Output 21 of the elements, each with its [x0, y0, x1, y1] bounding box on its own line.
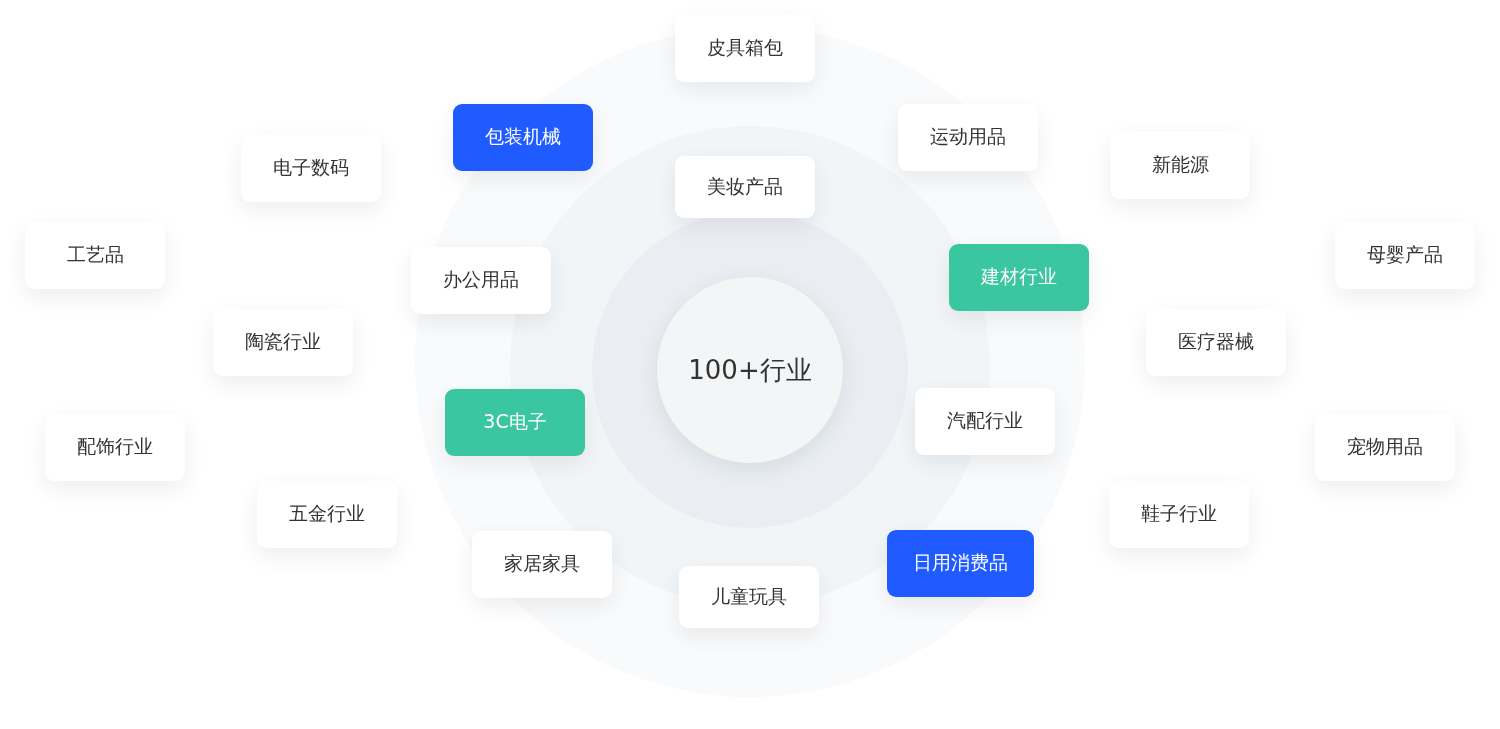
industry-box: 配饰行业: [45, 413, 185, 481]
industry-box: 鞋子行业: [1109, 480, 1249, 548]
industry-box: 陶瓷行业: [213, 308, 353, 376]
industry-box: 新能源: [1110, 131, 1250, 199]
industry-box: 美妆产品: [675, 156, 815, 218]
industry-box: 包装机械: [453, 103, 593, 171]
industry-box: 家居家具: [472, 530, 612, 598]
industry-box: 汽配行业: [915, 387, 1055, 455]
industry-box: 3C电子: [445, 388, 585, 456]
industry-box: 工艺品: [25, 221, 165, 289]
industry-box: 五金行业: [257, 480, 397, 548]
industry-box: 电子数码: [241, 134, 381, 202]
industry-box: 宠物用品: [1315, 413, 1455, 481]
industry-box: 医疗器械: [1146, 308, 1286, 376]
industry-box: 日用消费品: [886, 529, 1034, 597]
industry-box: 办公用品: [411, 246, 551, 314]
industry-box: 母婴产品: [1335, 221, 1475, 289]
industry-box: 儿童玩具: [679, 566, 819, 628]
industry-box: 建材行业: [949, 243, 1089, 311]
industry-box: 运动用品: [898, 103, 1038, 171]
industry-box: 皮具箱包: [675, 14, 815, 82]
